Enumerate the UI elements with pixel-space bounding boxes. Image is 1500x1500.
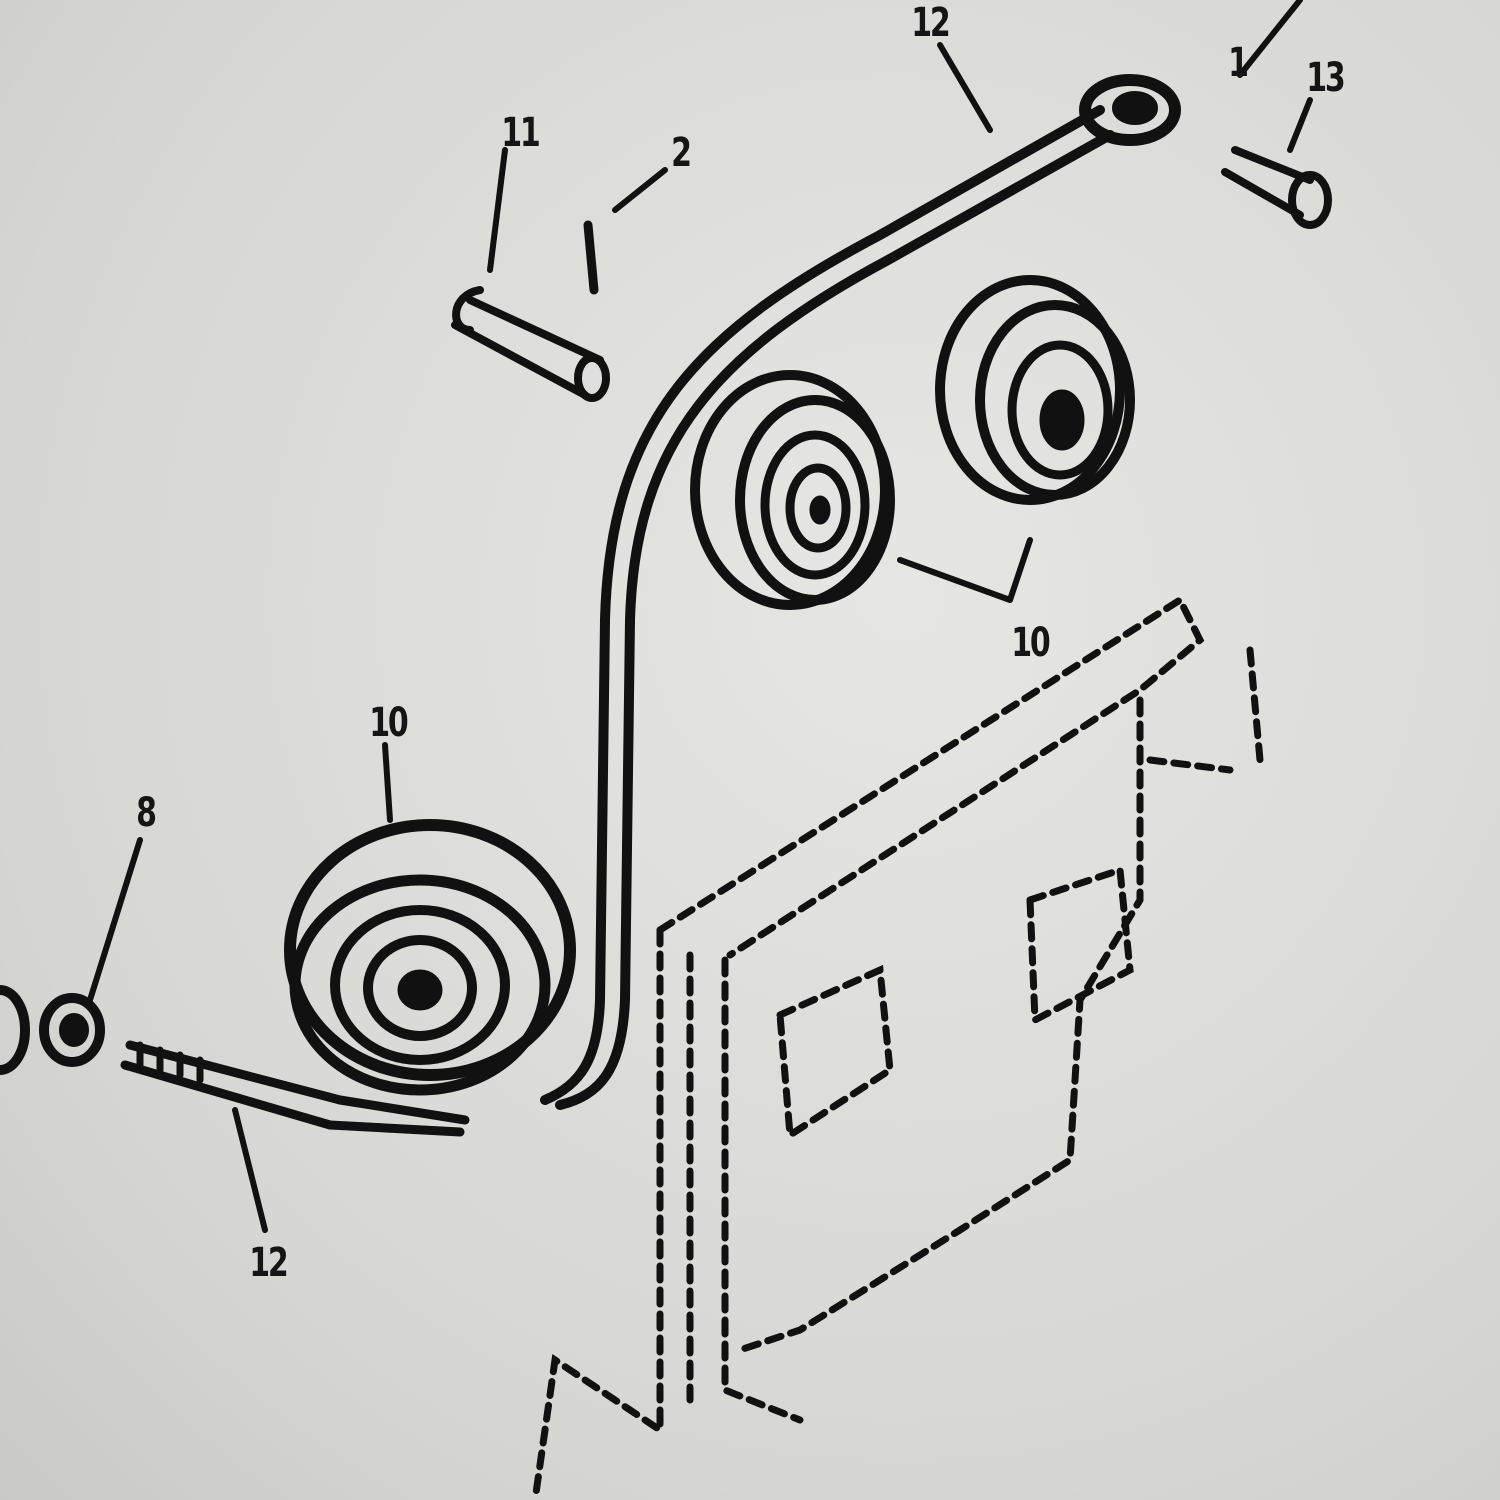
- callout-12-bottom: 12: [249, 1240, 288, 1286]
- bracket-assembly-dashed: [531, 594, 1264, 1500]
- callout-8: 8: [136, 790, 157, 836]
- cotter-pin-part-2: [583, 220, 599, 295]
- leader-lines: [87, 0, 1313, 1233]
- callout-11: 11: [501, 110, 540, 156]
- pulley-upper-right: [935, 275, 1135, 505]
- callout-2: 2: [671, 130, 692, 176]
- pin-part-13: [1221, 146, 1332, 229]
- bolt-part-12: [120, 1040, 470, 1137]
- callout-12-top: 12: [911, 0, 950, 46]
- callout-10-upper: 10: [1011, 620, 1050, 666]
- nut-part-8: [0, 985, 105, 1075]
- callout-1: 1: [1228, 40, 1249, 86]
- spring-rod: [540, 74, 1181, 1110]
- pulley-upper-left: [690, 370, 895, 610]
- pin-part-11: [451, 286, 610, 402]
- callout-13: 13: [1306, 55, 1345, 101]
- pulley-lower-left: [284, 819, 576, 1096]
- callout-10-left: 10: [369, 700, 408, 746]
